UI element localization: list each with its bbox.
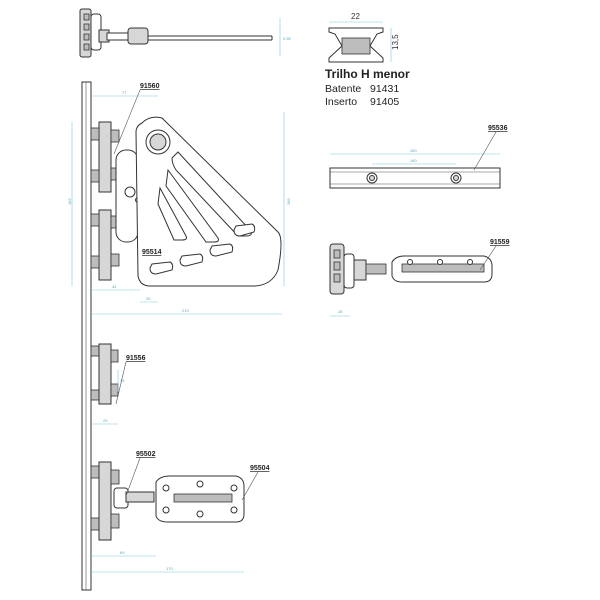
dim-69: 69 [120,550,125,555]
dim-289: 289 [286,198,291,205]
batente-code: 91431 [370,83,399,95]
bar-95536: 280 160 95536 [329,125,508,189]
assembly-91559: 28 91559 [329,239,510,317]
profile-title: Trilho H menor [325,67,410,81]
dim-77: 77 [122,90,127,95]
bracket-91556: 15 25 91556 [90,343,146,425]
dim-44: 44 [112,284,117,289]
dim-profile-width: 22 [351,12,360,21]
label-95536: 95536 [488,125,508,132]
dim-bar-inner: 160 [410,158,417,163]
dim-25b: 25 [103,418,108,423]
vertical-rail [81,81,92,591]
dim-top-small: 0,55 [283,36,292,41]
dim-25: 25 [146,296,151,301]
label-95504: 95504 [250,465,270,472]
label-91556: 91556 [126,355,146,362]
triangular-plate-assembly: 77 182 289 44 25 219 91560 95514 [67,83,291,315]
dim-bar-total: 280 [410,148,417,153]
label-91559: 91559 [490,239,510,246]
batente-label: Batente [325,83,361,95]
label-91560: 91560 [140,83,160,90]
dim-182: 182 [67,198,72,205]
top-arm-assembly: 0,55 [79,8,292,58]
dim-219: 219 [182,308,189,313]
dim-170: 170 [166,566,173,571]
dim-15: 15 [120,378,125,383]
dim-28: 28 [338,309,343,314]
inserto-label: Inserto [325,96,357,108]
label-95502: 95502 [136,451,156,458]
dim-profile-height: 13,5 [391,34,400,50]
bottom-step-assembly: 69 170 95502 95504 [90,451,270,573]
rail-profile: 22 13,5 Trilho H menor Batente 91431 Ins… [325,12,410,108]
inserto-code: 91405 [370,96,399,108]
label-95514: 95514 [142,249,162,256]
